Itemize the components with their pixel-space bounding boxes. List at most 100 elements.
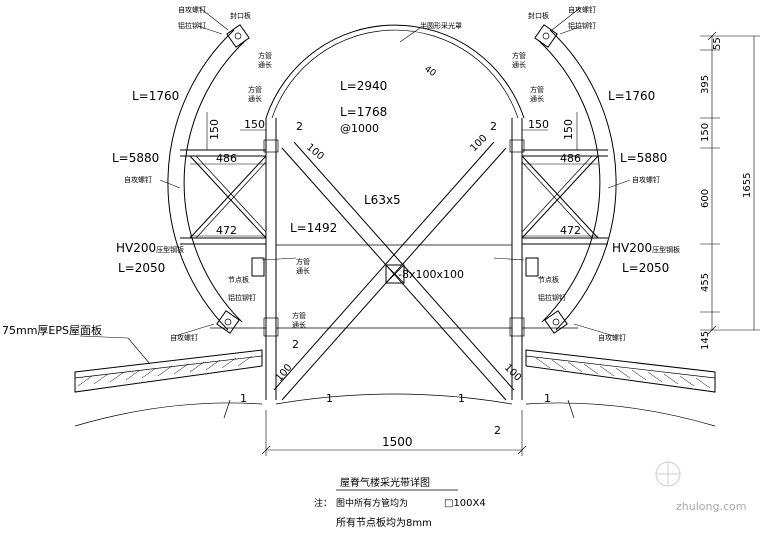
dim-150-left: 150	[244, 118, 265, 131]
label-rivet-tl: 铝拉铆钉	[178, 21, 206, 30]
gusset-left	[251, 257, 265, 277]
horizontal-members	[180, 149, 608, 329]
dim-150-v: 150	[700, 123, 711, 142]
label-self-tap-screw-mr: 自攻螺钉	[632, 175, 660, 184]
dim-486-left: 486	[216, 152, 237, 165]
dim-600: 600	[700, 189, 711, 208]
gusset-plate-center	[385, 264, 405, 284]
dimension-lines	[190, 31, 760, 456]
central-x-brace	[273, 141, 515, 401]
label-seal-plate-tl: 封口板	[230, 11, 251, 20]
dim-l5880-right: L=5880	[620, 151, 667, 165]
dim-486-right: 486	[560, 152, 581, 165]
dim-l1768: L=1768	[340, 105, 387, 119]
label-rivet-bl: 铝拉铆钉	[228, 293, 256, 302]
dim-150-right: 150	[528, 118, 549, 131]
seal-plate-bottom-left	[216, 310, 240, 334]
label-tube-ext-c2: 通长	[248, 94, 262, 103]
dim-1655: 1655	[742, 173, 753, 198]
dim-at1000: @1000	[340, 122, 379, 135]
seal-plate-top-left	[226, 24, 250, 48]
label-plate-size: -8x100x100	[398, 268, 464, 281]
section-mark-2d: 2	[494, 424, 501, 437]
watermark-text: zhulong.com	[676, 500, 746, 513]
note-line2: 所有节点板均为8mm	[336, 516, 432, 529]
label-tube-ext-e1: 方管	[296, 257, 310, 266]
side-brace-left	[189, 155, 267, 239]
note-pipe-spec: □100X4	[444, 498, 486, 509]
dim-455: 455	[700, 273, 711, 292]
roof-panel-left	[74, 349, 263, 427]
label-rivet-tr: 铝拉铆钉	[568, 21, 596, 30]
section-mark-1a: 1	[240, 392, 247, 405]
section-mark-1d: 1	[544, 392, 551, 405]
label-ridge-panel: 半圆形采光罩	[420, 21, 462, 30]
note-line1: 图中所有方管均为	[336, 497, 408, 509]
seal-plate-top-right	[534, 24, 558, 48]
gusset-right	[525, 257, 539, 277]
label-seal-plate-tr: 封口板	[528, 11, 549, 20]
dim-1500: 1500	[382, 435, 413, 449]
dim-l1492: L=1492	[290, 221, 337, 235]
label-gusset-left: 节点板	[228, 275, 249, 284]
label-tube-ext-a2: 通长	[258, 60, 272, 69]
section-mark-2c: 2	[292, 338, 299, 351]
label-self-tap-screw-tr: 自攻螺钉	[568, 5, 596, 14]
ridge-purlin	[275, 393, 513, 405]
dim-472-left: 472	[216, 224, 237, 237]
dim-l1760-right: L=1760	[608, 89, 655, 103]
label-tube-ext-f2: 通长	[292, 320, 306, 329]
label-tube-ext-d2: 通长	[530, 94, 544, 103]
dim-l5880-left: L=5880	[112, 151, 159, 165]
dim-472-right: 472	[560, 224, 581, 237]
post-nodes	[263, 139, 525, 337]
dim-55: 55	[712, 37, 723, 50]
outer-arc-left-inner	[183, 39, 247, 323]
outer-arc-right-inner	[537, 39, 601, 323]
dim-l2940: L=2940	[340, 79, 387, 93]
section-mark-2b: 2	[490, 120, 497, 133]
label-tube-ext-f1: 方管	[292, 311, 306, 320]
label-insulation: 75mm厚EPS屋面板	[2, 323, 102, 337]
dim-l1760-left: L=1760	[132, 89, 179, 103]
label-self-tap-screw-bl: 自攻螺钉	[170, 333, 198, 342]
dim-l2050-left: L=2050	[118, 261, 165, 275]
label-self-tap-screw-br: 自攻螺钉	[598, 333, 626, 342]
leader-lines	[79, 7, 631, 365]
watermark-logo	[655, 461, 681, 487]
label-tube-ext-b1: 方管	[512, 51, 526, 60]
side-brace-right	[521, 155, 599, 239]
note-prefix: 注：	[314, 497, 332, 509]
label-tube-ext-a1: 方管	[258, 51, 272, 60]
dim-395: 395	[700, 75, 711, 94]
seal-plate-bottom-right	[544, 310, 568, 334]
label-tube-ext-b2: 通长	[512, 60, 526, 69]
central-arch	[265, 24, 525, 119]
dim-40: 40	[422, 64, 437, 79]
drawing-title: 屋脊气楼采光带详图	[340, 476, 430, 489]
dim-hv200-right: HV200压型钢板	[612, 241, 680, 255]
dim-100-a: 100	[304, 142, 326, 163]
label-tube-ext-e2: 通长	[296, 266, 310, 275]
section-mark-1c: 1	[458, 392, 465, 405]
dim-hv200-left: HV200压型钢板	[116, 241, 184, 255]
outer-arc-right	[549, 29, 617, 331]
label-rivet-br: 铝拉铆钉	[538, 293, 566, 302]
label-self-tap-screw-tl: 自攻螺钉	[178, 5, 206, 14]
dim-150-right-v: 150	[562, 119, 575, 140]
section-mark-2a: 2	[296, 120, 303, 133]
label-tube-ext-c1: 方管	[248, 85, 262, 94]
label-gusset-right: 节点板	[538, 275, 559, 284]
central-arch-inner	[271, 29, 519, 119]
dim-100-c: 100	[274, 362, 295, 384]
section-mark-1b: 1	[326, 392, 333, 405]
label-self-tap-screw-ml: 自攻螺钉	[124, 175, 152, 184]
outer-arc-left	[167, 29, 235, 331]
dim-150-left-v: 150	[208, 119, 221, 140]
dim-l2050-right: L=2050	[622, 261, 669, 275]
roof-panel-right	[525, 349, 716, 427]
label-tube-ext-d1: 方管	[530, 85, 544, 94]
dim-145: 145	[700, 331, 711, 350]
dim-l63x5: L63x5	[364, 193, 401, 207]
